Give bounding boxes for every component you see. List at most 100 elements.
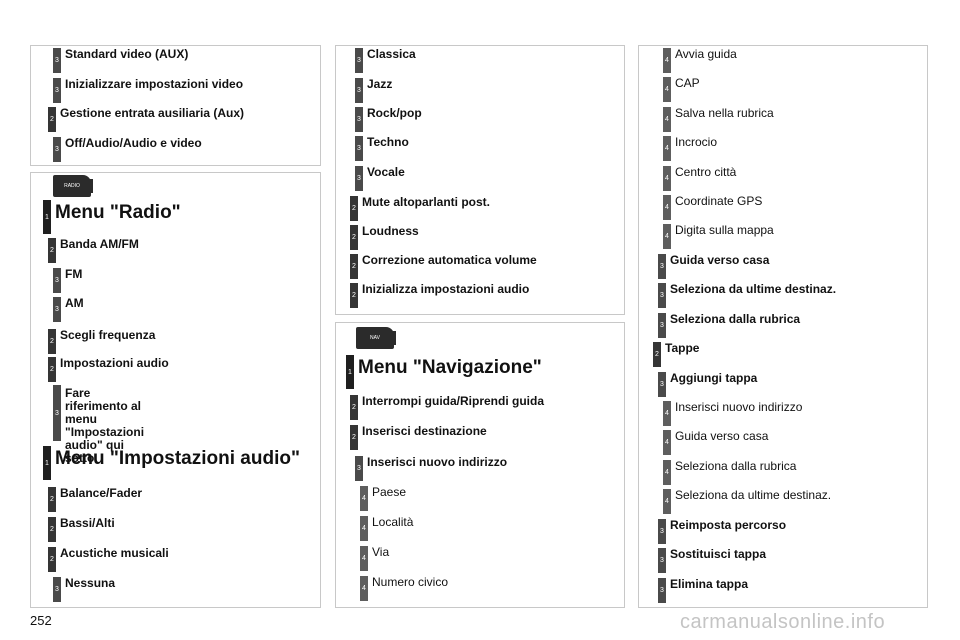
level-marker: 3 bbox=[355, 78, 363, 103]
level-marker: 4 bbox=[360, 486, 368, 511]
level-marker: 3 bbox=[355, 456, 363, 481]
level-marker: 3 bbox=[53, 268, 61, 293]
menu-item-label: Inizializzare impostazioni video bbox=[65, 77, 244, 91]
level-marker: 3 bbox=[53, 577, 61, 602]
level-marker: 4 bbox=[663, 401, 671, 426]
menu-item-label: Inserisci nuovo indirizzo bbox=[675, 400, 803, 414]
level-marker: 3 bbox=[658, 519, 666, 544]
menu-item-label: Nessuna bbox=[65, 576, 116, 590]
menu-item-label: Sostituisci tappa bbox=[670, 547, 767, 561]
level-marker: 3 bbox=[53, 385, 61, 441]
level-marker: 3 bbox=[658, 283, 666, 308]
menu-item-label: Acustiche musicali bbox=[60, 546, 169, 560]
menu-item-label: Seleziona dalla rubrica bbox=[675, 459, 797, 473]
menu-item-label: Guida verso casa bbox=[675, 429, 769, 443]
level-marker: 3 bbox=[53, 48, 61, 73]
level-marker: 4 bbox=[663, 489, 671, 514]
level-marker: 2 bbox=[48, 107, 56, 132]
level-marker: 2 bbox=[48, 547, 56, 572]
level-marker: 3 bbox=[658, 372, 666, 397]
menu-item-label: Seleziona da ultime destinaz. bbox=[675, 488, 832, 502]
level-marker: 4 bbox=[663, 430, 671, 455]
menu-item-label: Seleziona dalla rubrica bbox=[670, 312, 801, 326]
watermark: carmanualsonline.info bbox=[680, 611, 886, 633]
level-marker: 2 bbox=[48, 238, 56, 263]
level-marker: 4 bbox=[360, 516, 368, 541]
level-marker: 3 bbox=[658, 578, 666, 603]
level-marker: 3 bbox=[658, 548, 666, 573]
menu-item-label: Standard video (AUX) bbox=[65, 47, 189, 61]
level-marker: 3 bbox=[355, 136, 363, 161]
level-marker: 2 bbox=[48, 487, 56, 512]
menu-item-label: Salva nella rubrica bbox=[675, 106, 774, 120]
radio-icon: RADIO bbox=[53, 175, 93, 197]
menu-item-label: Mute altoparlanti post. bbox=[362, 195, 491, 209]
menu-item-label: Digita sulla mappa bbox=[675, 223, 774, 237]
menu-title-label: Menu "Impostazioni audio" bbox=[55, 448, 300, 469]
level-marker: 3 bbox=[658, 313, 666, 338]
level-marker: 4 bbox=[663, 136, 671, 161]
menu-item-label: Impostazioni audio bbox=[60, 356, 169, 370]
level-marker: 2 bbox=[653, 342, 661, 367]
menu-item-label: Correzione automatica volume bbox=[362, 253, 537, 267]
menu-item-label: Reimposta percorso bbox=[670, 518, 787, 532]
menu-item-label: Paese bbox=[372, 485, 407, 499]
menu-item-label: Off/Audio/Audio e video bbox=[65, 136, 202, 150]
nav-icon: NAV bbox=[356, 327, 396, 349]
level-marker: 1 bbox=[346, 355, 354, 389]
menu-item-label: AM bbox=[65, 296, 84, 310]
level-marker: 1 bbox=[43, 200, 51, 234]
level-marker: 4 bbox=[663, 166, 671, 191]
menu-item-label: Bassi/Alti bbox=[60, 516, 115, 530]
menu-item-label: Località bbox=[372, 515, 414, 529]
level-marker: 4 bbox=[663, 460, 671, 485]
level-marker: 2 bbox=[48, 517, 56, 542]
level-marker: 3 bbox=[355, 107, 363, 132]
menu-item-label: Rock/pop bbox=[367, 106, 422, 120]
level-marker: 4 bbox=[360, 576, 368, 601]
menu-item-label: Aggiungi tappa bbox=[670, 371, 758, 385]
menu-item-label: Incrocio bbox=[675, 135, 718, 149]
menu-item-label: Inserisci nuovo indirizzo bbox=[367, 455, 508, 469]
menu-item-label: Avvia guida bbox=[675, 47, 737, 61]
menu-item-label: Interrompi guida/Riprendi guida bbox=[362, 394, 545, 408]
menu-item-label: Loudness bbox=[362, 224, 419, 238]
level-marker: 2 bbox=[350, 196, 358, 221]
menu-item-label: Fare riferimento al menu "Impostazioni a… bbox=[65, 386, 145, 465]
menu-item-label: Classica bbox=[367, 47, 416, 61]
level-marker: 3 bbox=[53, 78, 61, 103]
menu-item-label: Via bbox=[372, 545, 390, 559]
menu-item-label: Tappe bbox=[665, 341, 700, 355]
menu-item-label: Banda AM/FM bbox=[60, 237, 139, 251]
menu-item-label: Scegli frequenza bbox=[60, 328, 156, 342]
menu-item-label: Gestione entrata ausiliaria (Aux) bbox=[60, 106, 245, 120]
level-marker: 3 bbox=[355, 166, 363, 191]
menu-title-label: Menu "Navigazione" bbox=[358, 357, 542, 378]
menu-title-label: Menu "Radio" bbox=[55, 202, 181, 223]
menu-item-label: Vocale bbox=[367, 165, 405, 179]
menu-item-label: Numero civico bbox=[372, 575, 449, 589]
menu-item-label: Coordinate GPS bbox=[675, 194, 763, 208]
menu-item-label: Techno bbox=[367, 135, 409, 149]
level-marker: 4 bbox=[663, 195, 671, 220]
level-marker: 4 bbox=[663, 224, 671, 249]
menu-item-label: Seleziona da ultime destinaz. bbox=[670, 282, 837, 296]
level-marker: 2 bbox=[48, 329, 56, 354]
menu-item-label: Guida verso casa bbox=[670, 253, 770, 267]
level-marker: 2 bbox=[350, 225, 358, 250]
level-marker: 3 bbox=[355, 48, 363, 73]
menu-item-label: CAP bbox=[675, 76, 700, 90]
level-marker: 2 bbox=[350, 395, 358, 420]
level-marker: 4 bbox=[360, 546, 368, 571]
level-marker: 3 bbox=[53, 297, 61, 322]
level-marker: 3 bbox=[53, 137, 61, 162]
menu-item-label: Elimina tappa bbox=[670, 577, 749, 591]
level-marker: 4 bbox=[663, 77, 671, 102]
menu-item-label: Inserisci destinazione bbox=[362, 424, 487, 438]
level-marker: 1 bbox=[43, 446, 51, 480]
